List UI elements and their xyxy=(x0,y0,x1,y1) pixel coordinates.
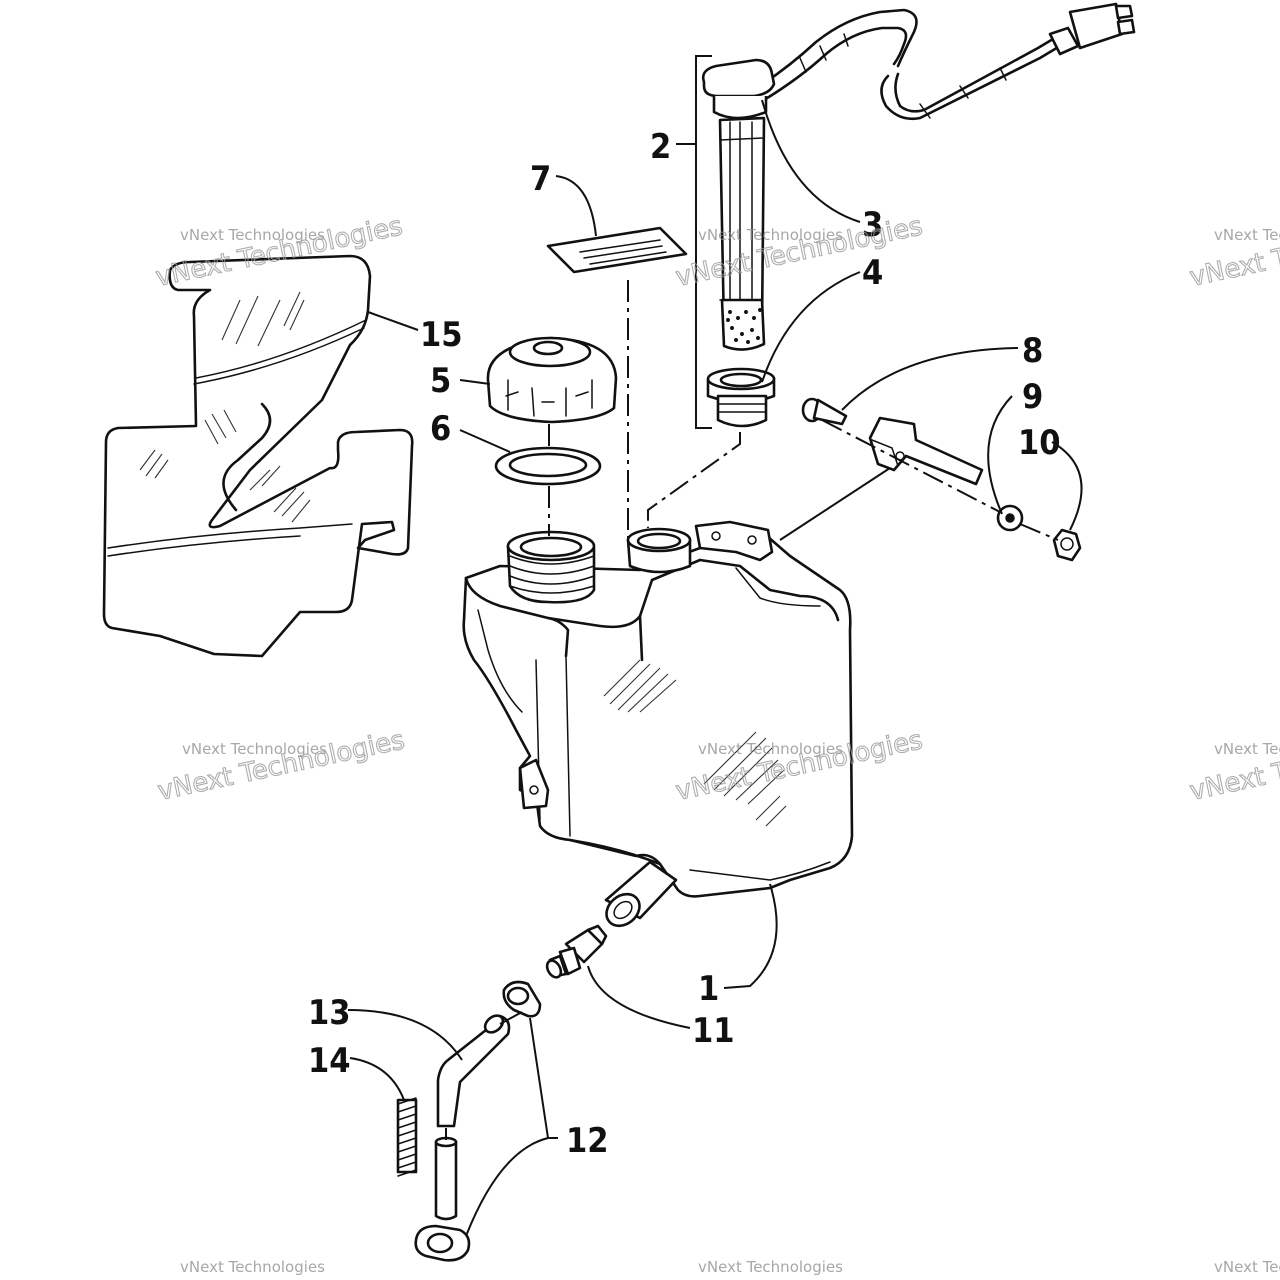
watermark: vNext Technologies vNext Technologies xyxy=(673,211,926,294)
svg-text:vNext Technologies: vNext Technologies xyxy=(1187,725,1280,807)
part-7-label xyxy=(546,226,688,274)
svg-text:vNext Technologies: vNext Technologies xyxy=(673,211,925,293)
svg-text:vNext Technologies: vNext Technologies xyxy=(180,1258,325,1276)
assembly-lines xyxy=(445,280,1059,1140)
part-1-fuel-tank xyxy=(462,520,854,928)
svg-text:vNext Technologies: vNext Technologies xyxy=(1214,1258,1280,1276)
svg-text:vNext Technologies: vNext Technologies xyxy=(1187,211,1280,293)
svg-text:vNext Technologies: vNext Technologies xyxy=(182,740,327,758)
watermark: vNext Technologies xyxy=(1214,1258,1280,1276)
part-15-heat-shield xyxy=(102,254,414,658)
svg-text:vNext Technologies: vNext Technologies xyxy=(698,1258,843,1276)
part-4-grommet xyxy=(706,367,776,428)
part-11-fitting xyxy=(545,924,608,979)
svg-text:vNext Technologies: vNext Technologies xyxy=(698,740,843,758)
callout-2: 2 xyxy=(650,127,671,167)
watermark: vNext Technologies vNext Technologies xyxy=(155,725,408,808)
svg-text:vNext Technologies: vNext Technologies xyxy=(180,226,325,244)
watermark: vNext Technologies vNext Technologies xyxy=(1187,211,1280,294)
callout-7: 7 xyxy=(530,159,551,199)
watermark: vNext Technologies xyxy=(180,1258,325,1276)
part-12-clamp-upper xyxy=(502,980,542,1018)
group-2-bracket xyxy=(695,55,712,429)
callout-13: 13 xyxy=(308,993,351,1033)
callout-9: 9 xyxy=(1022,377,1043,417)
callout-11: 11 xyxy=(692,1011,735,1051)
part-2-sender-assembly xyxy=(701,2,1136,428)
callout-15: 15 xyxy=(420,315,463,355)
watermark: vNext Technologies xyxy=(698,1258,843,1276)
callout-1: 1 xyxy=(698,969,719,1009)
part-6-gasket xyxy=(494,446,602,486)
callout-6: 6 xyxy=(430,409,451,449)
part-9-washer xyxy=(996,504,1024,532)
part-14-spring xyxy=(396,1097,418,1177)
callout-4: 4 xyxy=(862,253,883,293)
svg-text:vNext Technologies: vNext Technologies xyxy=(1214,740,1280,758)
svg-text:vNext Technologies: vNext Technologies xyxy=(698,226,843,244)
part-5-fuel-cap xyxy=(486,336,618,424)
callout-leaders xyxy=(347,99,1083,1237)
callout-3: 3 xyxy=(862,205,883,245)
callout-12: 12 xyxy=(566,1121,609,1161)
callout-8: 8 xyxy=(1022,331,1043,371)
part-8-bolt xyxy=(801,397,848,426)
part-10-nut xyxy=(1052,528,1082,562)
callout-10: 10 xyxy=(1018,423,1061,463)
tank-filler-neck xyxy=(506,530,596,604)
callout-labels: 1 2 3 4 5 6 7 8 9 10 11 12 13 14 15 xyxy=(308,127,1061,1161)
callout-14: 14 xyxy=(308,1041,351,1081)
callout-5: 5 xyxy=(430,361,451,401)
part-12-clamp-lower xyxy=(414,1224,471,1262)
watermark: vNext Technologies vNext Technologies xyxy=(1187,725,1280,808)
tank-sender-neck xyxy=(626,527,692,574)
part-13-hose xyxy=(434,1014,511,1221)
svg-text:vNext Technologies: vNext Technologies xyxy=(1214,226,1280,244)
svg-text:vNext Technologies: vNext Technologies xyxy=(155,725,407,807)
